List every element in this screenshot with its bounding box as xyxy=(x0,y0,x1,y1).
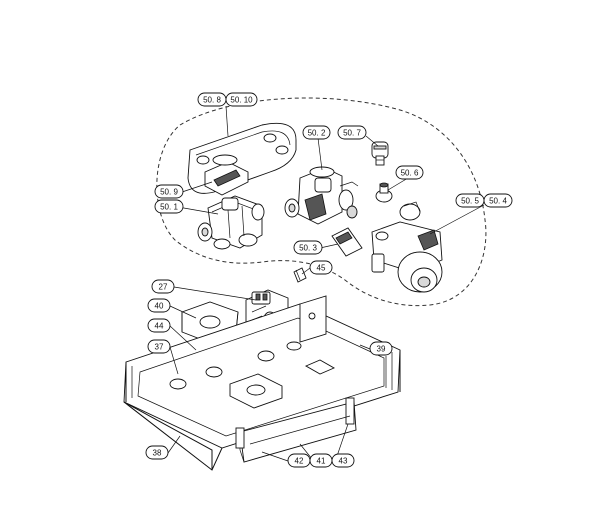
callout-label: 50. 3 xyxy=(299,243,317,252)
callout-pill xyxy=(151,279,175,294)
callout-label: 40 xyxy=(155,301,164,310)
callout-label: 45 xyxy=(317,263,326,272)
callout-label: 44 xyxy=(155,321,164,330)
leader-lines xyxy=(167,105,485,462)
callout-39: 39 xyxy=(369,341,393,356)
callout-44: 44 xyxy=(147,318,171,333)
callout-label: 42 xyxy=(295,456,304,465)
callout-pill xyxy=(154,199,184,214)
callout-label: 39 xyxy=(377,344,386,353)
callout-pill xyxy=(309,260,333,275)
callout-pill xyxy=(331,453,355,468)
callout-label: 50. 9 xyxy=(160,187,178,196)
base-frame xyxy=(123,295,401,471)
callout-50-2: 50. 2 xyxy=(302,125,331,140)
callout-pill xyxy=(302,125,331,140)
callout-pill xyxy=(337,125,367,140)
automatic-air-vent xyxy=(371,141,389,166)
callout-40: 40 xyxy=(147,298,171,313)
callout-41: 41 xyxy=(309,453,333,468)
callout-50-9: 50. 9 xyxy=(154,184,184,199)
retaining-clip xyxy=(293,267,307,283)
valve-assembly xyxy=(284,166,359,225)
circulation-pump xyxy=(371,201,443,293)
callout-pill xyxy=(147,318,171,333)
callout-label: 50. 8 xyxy=(203,95,221,104)
callout-37: 37 xyxy=(147,339,171,354)
callout-label: 50. 5 xyxy=(461,196,479,205)
diverter-valve-body xyxy=(197,195,265,250)
callout-50-3: 50. 3 xyxy=(293,240,323,255)
callout-pill xyxy=(225,92,258,107)
callout-label: 50. 7 xyxy=(343,128,361,137)
callout-50-5: 50. 5 xyxy=(455,193,485,208)
callout-label: 50. 10 xyxy=(230,95,253,104)
callout-label: 50. 4 xyxy=(489,196,507,205)
callout-label: 37 xyxy=(155,342,164,351)
callout-label: 50. 1 xyxy=(160,202,178,211)
callout-50-8: 50. 8 xyxy=(197,92,227,107)
connector-plug xyxy=(331,227,363,257)
callout-label: 27 xyxy=(159,282,168,291)
callout-pill xyxy=(154,184,184,199)
pressure-sensor xyxy=(375,182,393,203)
callout-label: 38 xyxy=(153,448,162,457)
callout-label: 50. 6 xyxy=(401,168,419,177)
callout-pill xyxy=(147,339,171,354)
callout-pill xyxy=(293,240,323,255)
callout-pill xyxy=(395,165,424,180)
callout-43: 43 xyxy=(331,453,355,468)
callout-50-10: 50. 10 xyxy=(225,92,258,107)
callout-42: 42 xyxy=(287,453,311,468)
plate-heat-exchanger xyxy=(187,122,297,196)
callout-50-7: 50. 7 xyxy=(337,125,367,140)
callout-50-6: 50. 6 xyxy=(395,165,424,180)
callout-27: 27 xyxy=(151,279,175,294)
hydraulic-group-outline xyxy=(156,97,487,307)
callout-38: 38 xyxy=(145,445,169,460)
callout-pill xyxy=(145,445,169,460)
callout-pill xyxy=(147,298,171,313)
callout-label: 50. 2 xyxy=(308,128,326,137)
callout-50-1: 50. 1 xyxy=(154,199,184,214)
callout-pill xyxy=(369,341,393,356)
callout-50-4: 50. 4 xyxy=(483,193,513,208)
callout-45: 45 xyxy=(309,260,333,275)
callout-label: 43 xyxy=(339,456,348,465)
callout-label: 41 xyxy=(317,456,326,465)
callout-pill xyxy=(483,193,513,208)
